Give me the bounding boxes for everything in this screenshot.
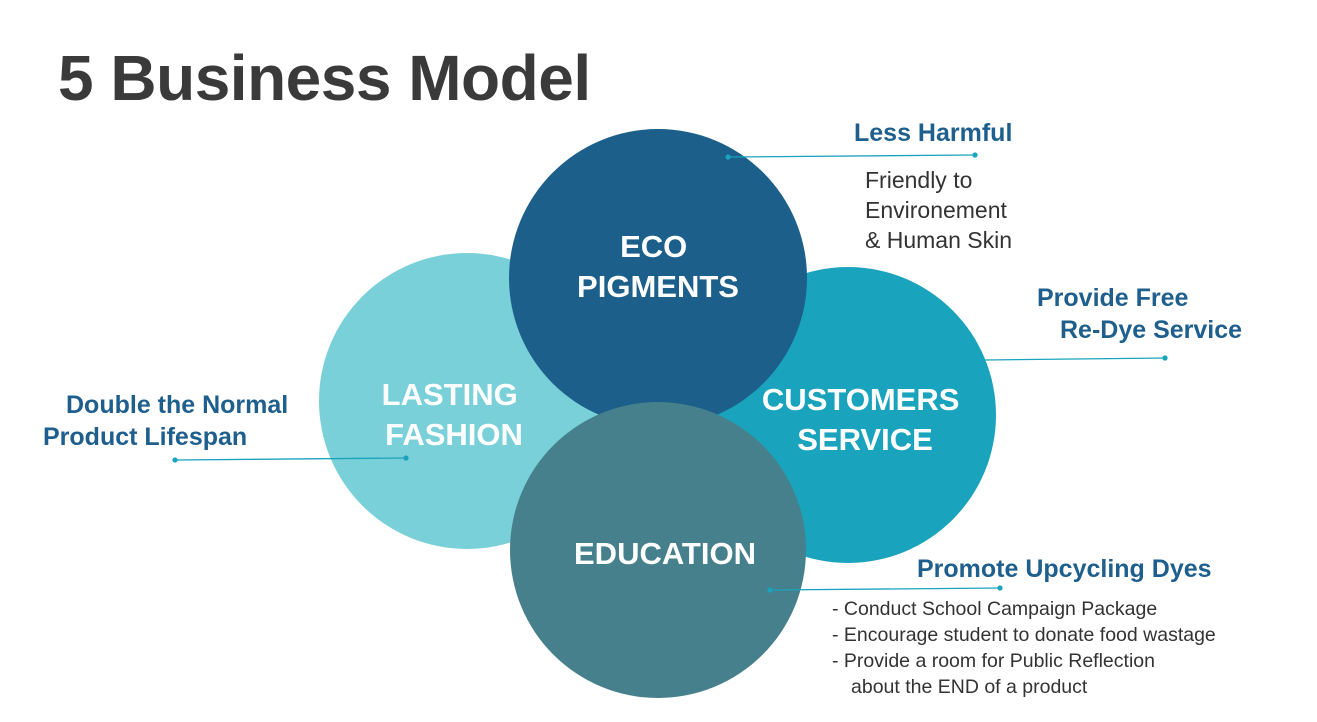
redye-heading-line1: Provide Free [1037,284,1189,312]
bullet-item: - Encourage student to donate food wasta… [832,624,1216,646]
lifespan-heading-line2: Product Lifespan [43,423,248,451]
education-circle [510,402,806,698]
education-label: EDUCATION [574,536,756,571]
connector-less-harmful [725,152,978,160]
less-harmful-line: & Human Skin [865,227,1013,253]
less-harmful-heading: Less Harmful [854,119,1013,147]
upcycling-heading: Promote Upcycling Dyes [917,555,1212,583]
less-harmful-description: Friendly to Environement & Human Skin [865,165,1012,255]
bullet-item-continuation: about the END of a product [851,676,1088,698]
less-harmful-line: Friendly to [865,167,973,193]
connector-redye [984,355,1168,361]
connector-upcycling [767,585,1003,593]
lifespan-heading-line1: Double the Normal [66,391,289,419]
bullet-item: - Conduct School Campaign Package [832,598,1158,620]
customers-service-label: CUSTOMERS SERVICE [762,382,968,457]
less-harmful-line: Environement [865,197,1007,223]
upcycling-bullet-list: - Conduct School Campaign Package - Enco… [832,596,1216,700]
connector-lifespan [172,455,409,463]
lasting-fashion-label: LASTING FASHION [382,377,527,452]
bullet-item: - Provide a room for Public Reflection [832,650,1155,672]
eco-pigments-label: ECO PIGMENTS [577,229,739,304]
eco-pigments-circle [509,129,807,427]
page-title: 5 Business Model [58,42,591,114]
redye-heading-line2: Re-Dye Service [1060,316,1243,344]
